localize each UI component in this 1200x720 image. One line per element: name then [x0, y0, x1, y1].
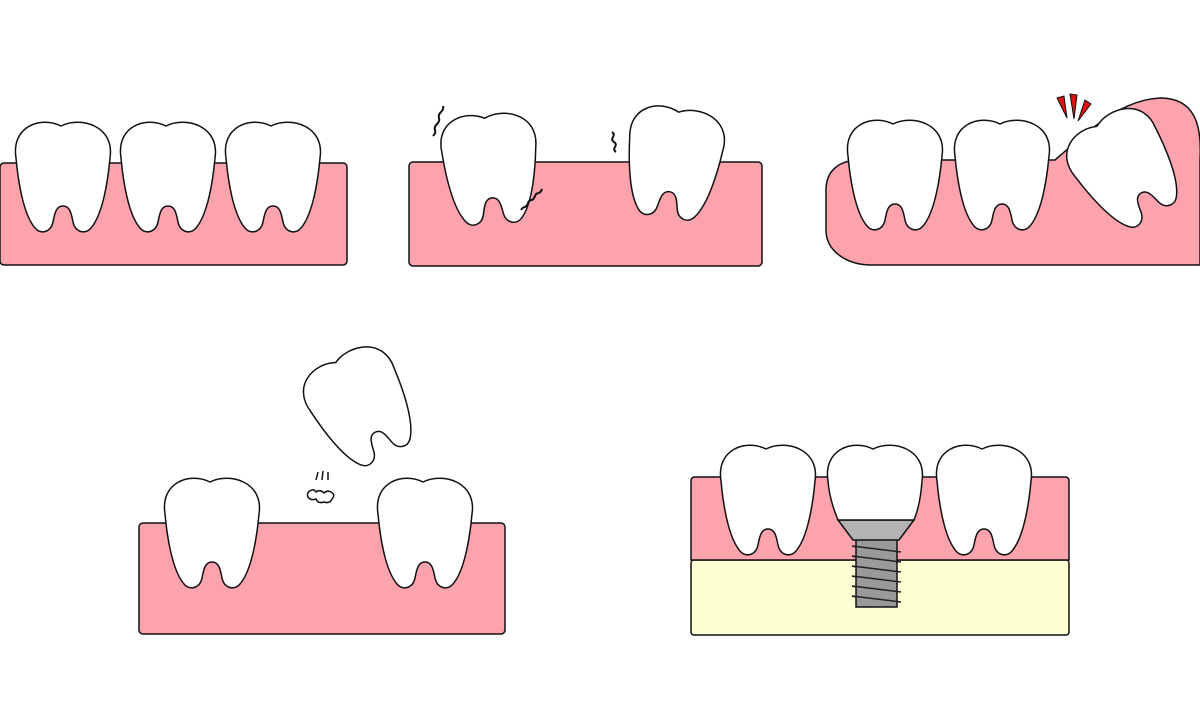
panel-tooth-removed-gap — [138, 335, 506, 635]
panel-loosening-teeth — [408, 101, 763, 267]
wiggle-lines-icon — [432, 105, 445, 137]
wiggle-lines-icon — [611, 131, 617, 153]
alert-marks-icon — [1056, 93, 1092, 122]
tooth-icon — [292, 335, 430, 479]
implant-crown — [826, 444, 924, 521]
implant-screw-icon — [836, 519, 916, 608]
panel-tooth-being-pulled — [825, 93, 1200, 266]
panel-dental-implant — [690, 444, 1070, 636]
panel-healthy-teeth — [0, 121, 348, 266]
wiggle-lines-icon — [520, 188, 543, 211]
dust-puff-icon — [306, 470, 335, 504]
